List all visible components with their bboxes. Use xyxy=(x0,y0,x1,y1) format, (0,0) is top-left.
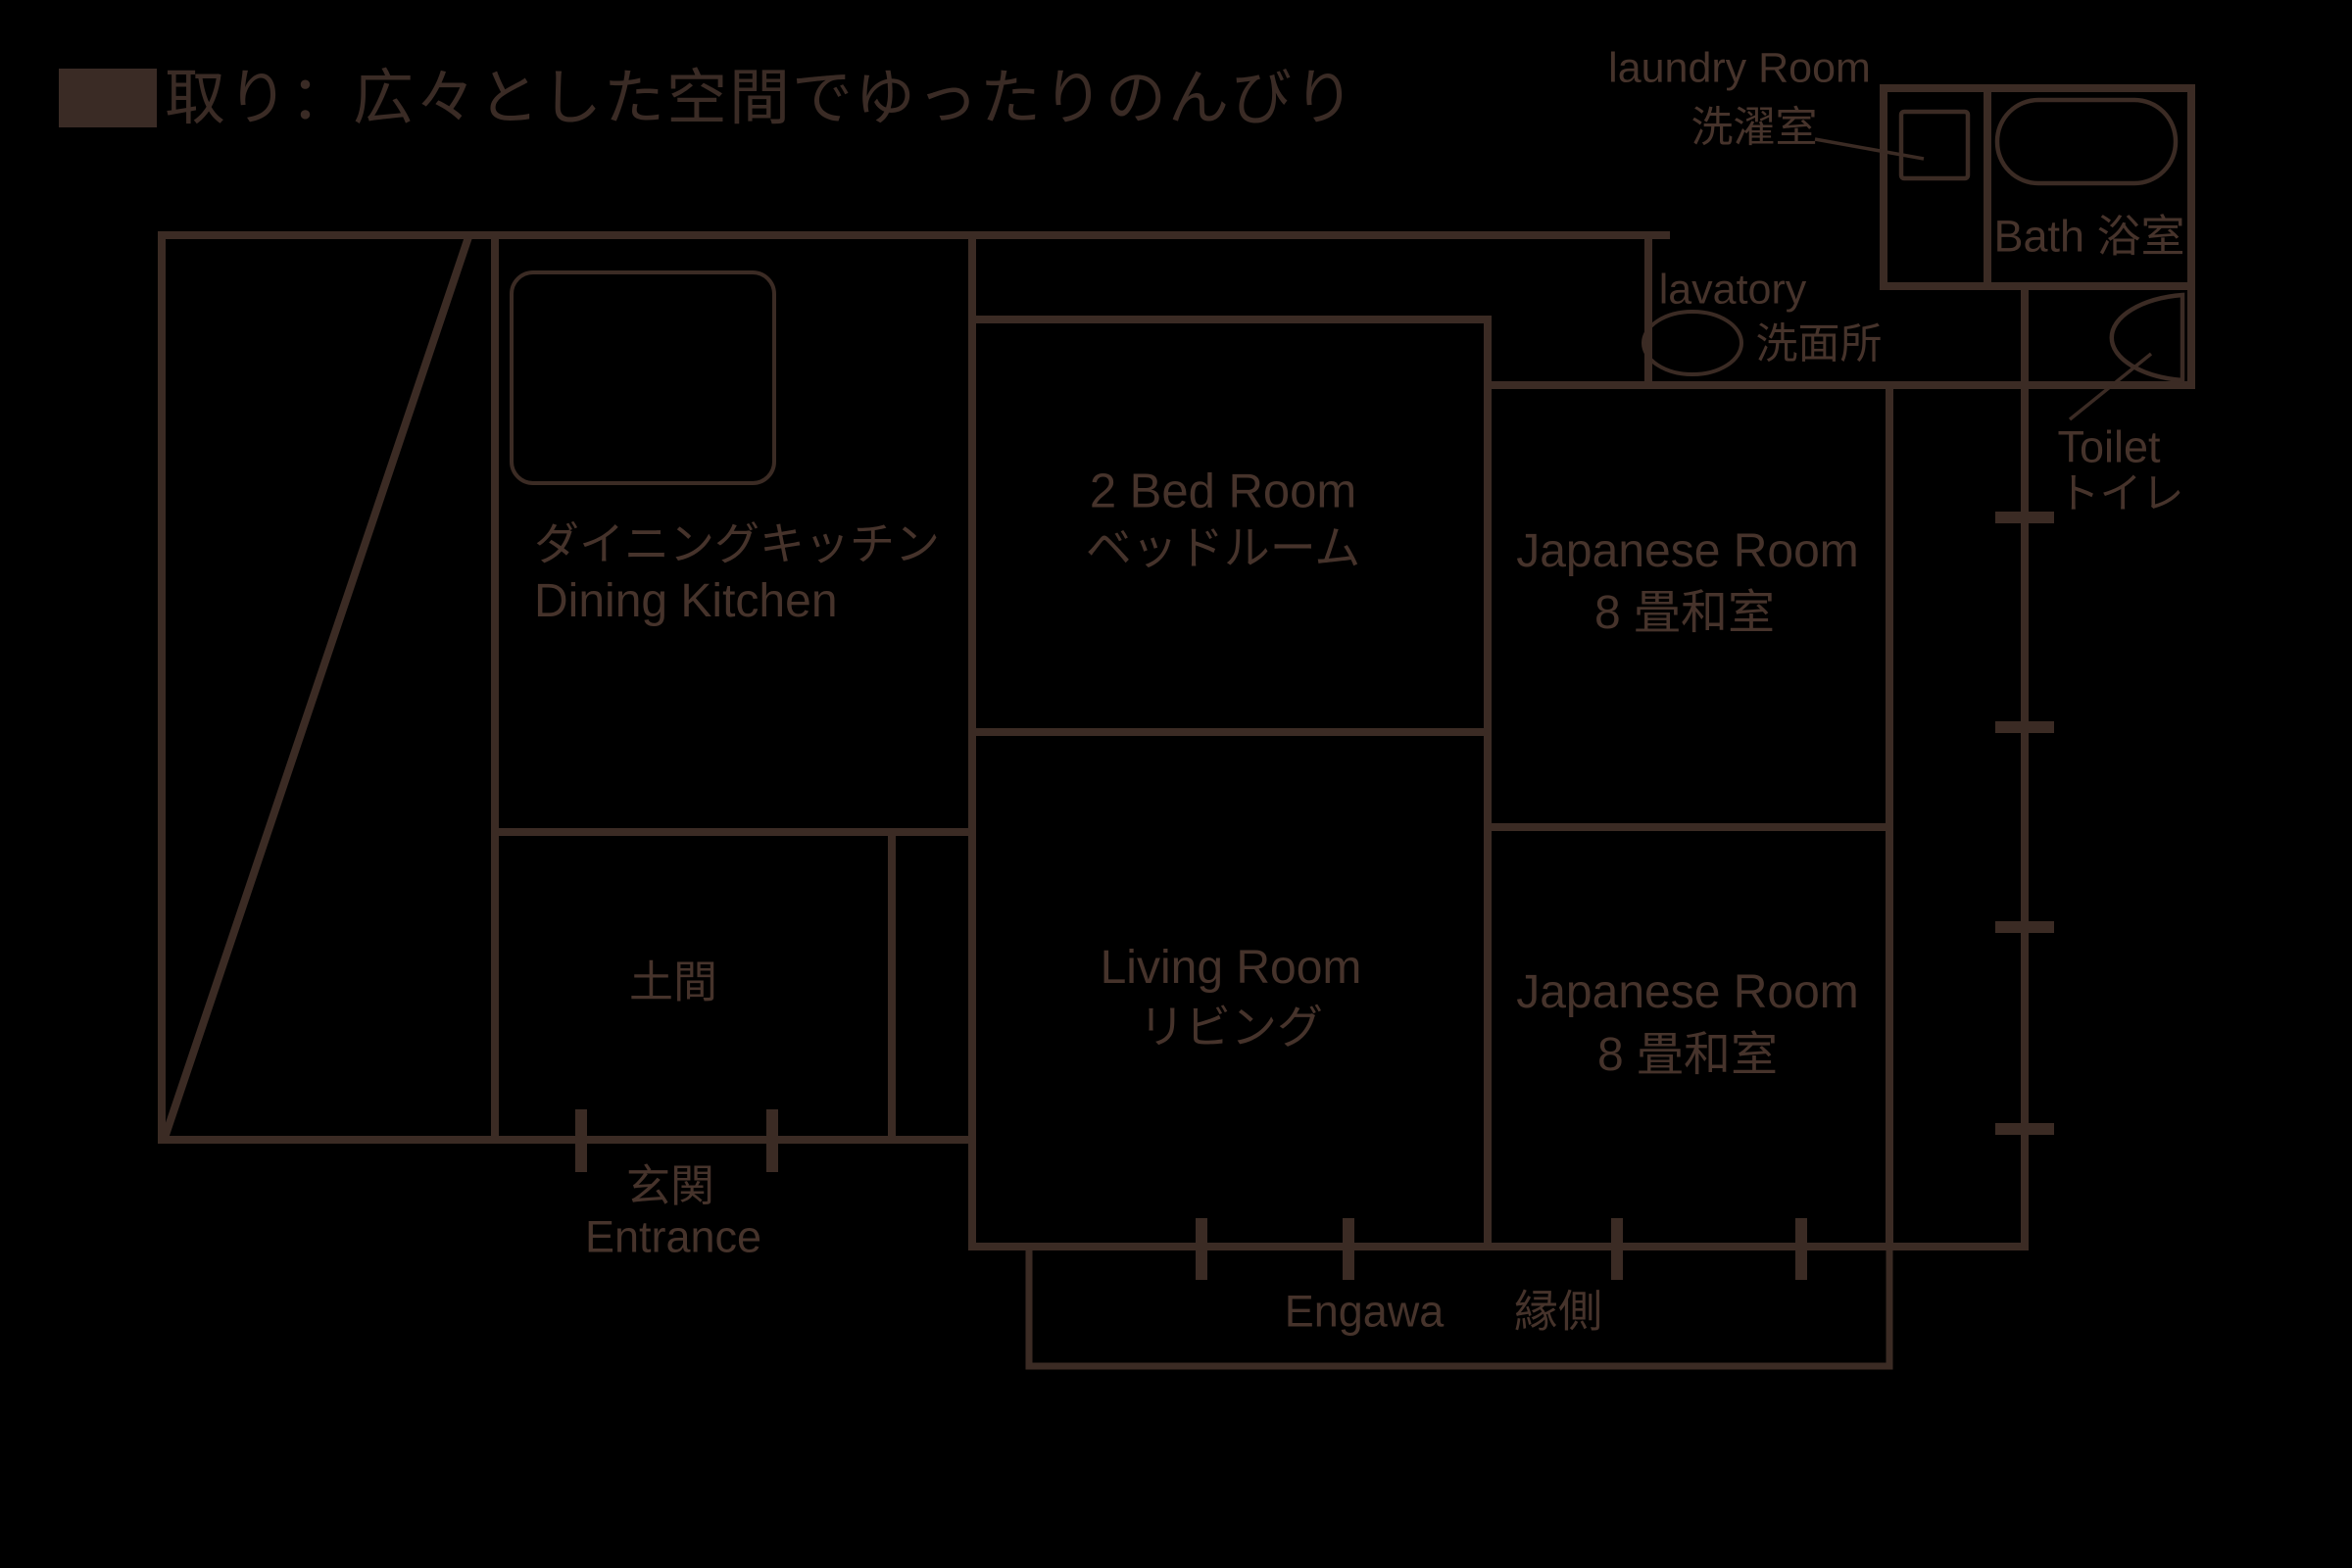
title-bullet-square xyxy=(59,69,157,127)
dining-kitchen-label-ja: ダイニングキッチン xyxy=(534,518,940,569)
toilet-door-icon xyxy=(2109,292,2185,383)
engawa-label-en: Engawa xyxy=(1284,1286,1445,1337)
entrance-label: Entrance xyxy=(584,1211,762,1262)
genkan-label: 玄関 xyxy=(625,1160,715,1211)
bedroom-label-ja: ベッドルーム xyxy=(1085,521,1361,574)
lavatory-label-en: lavatory xyxy=(1658,266,1807,314)
living-label-en: Living Room xyxy=(1100,942,1362,994)
washing-machine-icon xyxy=(1898,109,1971,181)
toilet-label-ja: トイレ xyxy=(2057,470,2184,518)
laundry-label-en: laundry Room xyxy=(1608,44,1871,92)
dining-kitchen-label-en: Dining Kitchen xyxy=(534,575,838,627)
japanese-room-upper-label-en: Japanese Room xyxy=(1516,525,1859,577)
engawa-walls xyxy=(1025,1243,1893,1370)
doma-label: 土間 xyxy=(628,956,718,1007)
door-opening-ticks xyxy=(575,512,2054,1280)
toilet-leader-line xyxy=(2068,352,2153,421)
bathtub-icon xyxy=(1994,97,2179,186)
laundry-leader-line xyxy=(1814,137,1925,161)
bedroom-label-en: 2 Bed Room xyxy=(1089,465,1357,518)
bath-label: Bath 浴室 xyxy=(1993,211,2185,262)
walls xyxy=(158,84,2195,1370)
fixtures xyxy=(510,97,2185,485)
corridor-ticks xyxy=(1995,512,2054,1135)
engawa-label-ja: 縁側 xyxy=(1513,1286,1603,1337)
laundry-bath-block-walls xyxy=(1880,84,2195,389)
kitchen-counter-icon xyxy=(510,270,776,485)
laundry-label-ja: 洗濯室 xyxy=(1690,104,1818,152)
japanese-room-upper-label-ja: 8 畳和室 xyxy=(1593,587,1776,639)
living-label-ja: リビング xyxy=(1139,1001,1323,1054)
japanese-room-lower-label-ja: 8 畳和室 xyxy=(1596,1029,1779,1081)
japanese-room-lower-label-en: Japanese Room xyxy=(1516,966,1859,1018)
engawa-ticks xyxy=(1196,1218,1807,1280)
outer-and-inner-walls xyxy=(158,231,2195,1250)
floorplan-title: 取り：広々とした空間でゆったりのんびり xyxy=(165,65,1357,132)
toilet-label-en: Toilet xyxy=(2057,421,2161,472)
sink-icon xyxy=(1642,310,1743,376)
lavatory-label-ja: 洗面所 xyxy=(1755,320,1883,368)
entrance-ticks xyxy=(575,1109,778,1172)
